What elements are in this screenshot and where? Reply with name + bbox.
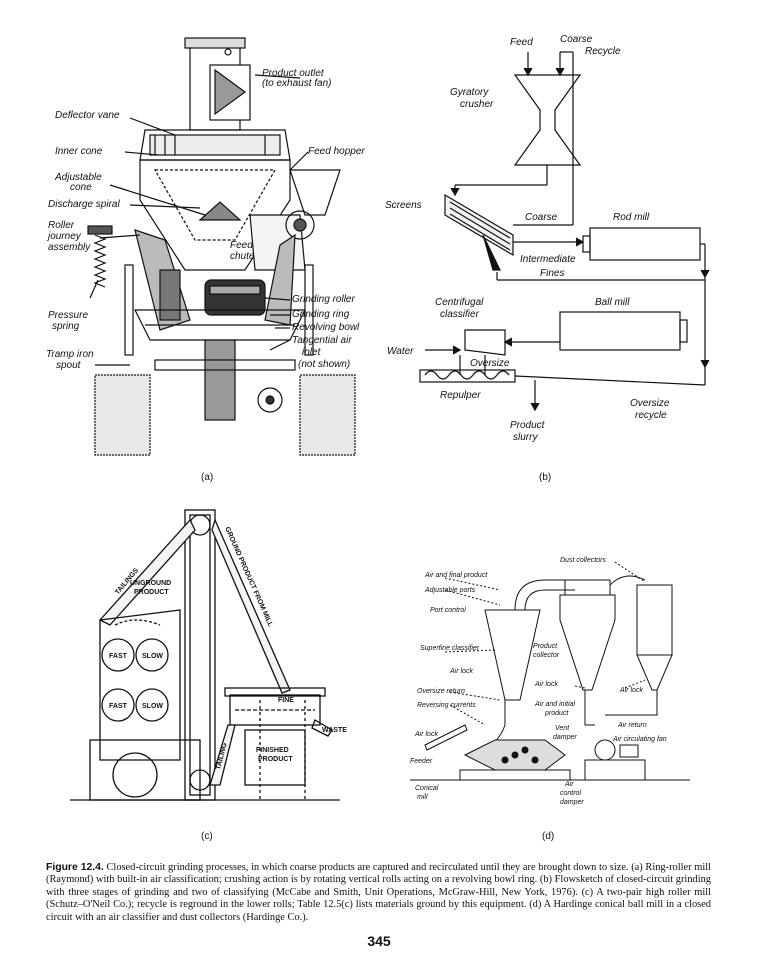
label-coarse-recycle: Coarse: [560, 34, 593, 45]
label-oversize-recycle-2: recycle: [635, 410, 667, 421]
label-screens: Screens: [385, 200, 422, 211]
label-conical-mill-2: mill: [417, 794, 428, 801]
label-air-lock-2: Air lock: [534, 681, 558, 688]
label-classifier: classifier: [440, 309, 480, 320]
label-grinding-roller: Grinding roller: [292, 294, 355, 305]
label-air-control-3: damper: [560, 799, 584, 806]
label-vent-damper: Vent: [555, 725, 570, 732]
panel-d-label: (d): [542, 831, 555, 842]
label-tangential-air: Tangential air: [292, 335, 352, 346]
label-conical-mill: Conical: [415, 785, 439, 792]
label-air-circulating-fan: Air circulating fan: [612, 736, 667, 743]
page-number: 345: [367, 933, 391, 949]
label-deflector-vane: Deflector vane: [55, 110, 120, 121]
label-product-slurry-2: slurry: [513, 432, 538, 443]
label-centrifugal: Centrifugal: [435, 297, 484, 308]
label-inner-cone: Inner cone: [55, 146, 103, 157]
label-product-slurry: Product: [510, 420, 546, 431]
label-adjustable-cone: Adjustable: [54, 172, 102, 183]
label-superfine-classifier: Superfine classifier: [420, 645, 480, 652]
label-oversize: Oversize: [470, 358, 510, 369]
panel-c-high-roller-mill: TAILINGS UNGROUND PRODUCT FAST SLOW FAST…: [60, 500, 380, 820]
label-waste: WASTE: [322, 727, 347, 734]
label-unground-product: PRODUCT: [134, 589, 169, 596]
label-unground: UNGROUND: [130, 580, 171, 587]
label-tramp-spout: spout: [56, 360, 82, 371]
label-roller-journey: journey: [46, 231, 82, 242]
label-discharge-spiral: Discharge spiral: [48, 199, 120, 210]
label-oversize-return: Oversize return: [417, 688, 465, 695]
label-air-return: Air return: [617, 722, 647, 729]
label-tangential-not-shown: (not shown): [298, 359, 350, 370]
label-dust-collectors: Dust collectors: [560, 557, 606, 564]
label-air-lock-4: Air lock: [414, 731, 438, 738]
high-roller-mill-drawing: TAILINGS UNGROUND PRODUCT FAST SLOW FAST…: [70, 509, 347, 801]
label-feeder: Feeder: [410, 758, 433, 765]
label-air-initial-product: Air and initial: [534, 701, 576, 708]
label-pressure-spring: Pressure: [48, 310, 88, 321]
label-finished-product: PRODUCT: [258, 756, 293, 763]
label-adjustable-ports: Adjustable ports: [424, 587, 476, 594]
label-product-outlet: Product outlet: [262, 68, 325, 79]
label-fast-1: FAST: [109, 653, 128, 660]
label-repulper: Repulper: [440, 390, 481, 401]
panel-a-label: (a): [201, 472, 214, 483]
label-finished: FINISHED: [256, 747, 289, 754]
label-feed-chute: Feed: [230, 240, 253, 251]
figure-caption-text: Closed-circuit grinding processes, in wh…: [46, 862, 711, 923]
label-air-lock-1: Air lock: [449, 668, 473, 675]
label-product-outlet-note: (to exhaust fan): [262, 78, 331, 89]
label-slow-1: SLOW: [142, 653, 163, 660]
label-vent-damper-2: damper: [553, 734, 577, 741]
label-water: Water: [387, 346, 414, 357]
label-fine: FINE: [278, 697, 294, 704]
label-air-control-2: control: [560, 790, 581, 797]
figure-caption: Figure 12.4. Closed-circuit grinding pro…: [46, 862, 711, 924]
label-fines: Fines: [540, 268, 564, 279]
label-rod-mill: Rod mill: [613, 212, 650, 223]
label-gyratory-crusher: Gyratory: [450, 87, 489, 98]
label-product-collector-2: collector: [533, 652, 560, 659]
label-reversing-currents: Reversing currents: [417, 702, 476, 709]
figure-label: Figure 12.4.: [46, 862, 104, 873]
flowsketch-diagram: Feed Coarse Recycle Gyratory crusher Scr…: [385, 34, 710, 443]
label-adjustable-cone-2: cone: [70, 182, 92, 193]
label-feed: Feed: [510, 37, 533, 48]
label-slow-2: SLOW: [142, 703, 163, 710]
label-tramp-iron: Tramp iron: [46, 349, 94, 360]
label-feed-chute-2: chute: [230, 251, 255, 262]
conical-ball-mill-drawing: Dust collectors Air and final product Ad…: [410, 557, 690, 806]
label-grinding-ring: Grinding ring: [292, 309, 350, 320]
label-air-initial-product-2: product: [544, 710, 569, 717]
label-air-control: Air: [564, 781, 574, 788]
panel-a-ring-roller-mill: Product outlet (to exhaust fan) Deflecto…: [40, 30, 380, 460]
label-tangential-inlet: inlet: [302, 347, 322, 358]
label-revolving-bowl: Revolving bowl: [292, 322, 360, 333]
label-coarse-recycle-2: Recycle: [585, 46, 621, 57]
panel-b-label: (b): [539, 472, 552, 483]
label-pressure-spring-2: spring: [52, 321, 80, 332]
label-air-final-product: Air and final product: [424, 572, 488, 579]
ring-roller-mill-drawing: Product outlet (to exhaust fan) Deflecto…: [46, 37, 365, 456]
label-oversize-recycle: Oversize: [630, 398, 670, 409]
label-roller-assembly: assembly: [48, 242, 91, 253]
label-feed-hopper: Feed hopper: [308, 146, 365, 157]
panel-d-conical-ball-mill: Dust collectors Air and final product Ad…: [405, 550, 695, 810]
label-product-collector: Product: [533, 643, 558, 650]
label-air-lock-3: Air lock: [619, 687, 643, 694]
label-port-control: Port control: [430, 607, 466, 614]
label-intermediate: Intermediate: [520, 254, 576, 265]
label-fast-2: FAST: [109, 703, 128, 710]
label-roller: Roller: [48, 220, 75, 231]
label-coarse: Coarse: [525, 212, 558, 223]
label-ball-mill: Ball mill: [595, 297, 630, 308]
panel-b-flowsketch: Feed Coarse Recycle Gyratory crusher Scr…: [385, 30, 720, 450]
panel-c-label: (c): [201, 831, 213, 842]
label-gyratory-crusher-2: crusher: [460, 99, 494, 110]
